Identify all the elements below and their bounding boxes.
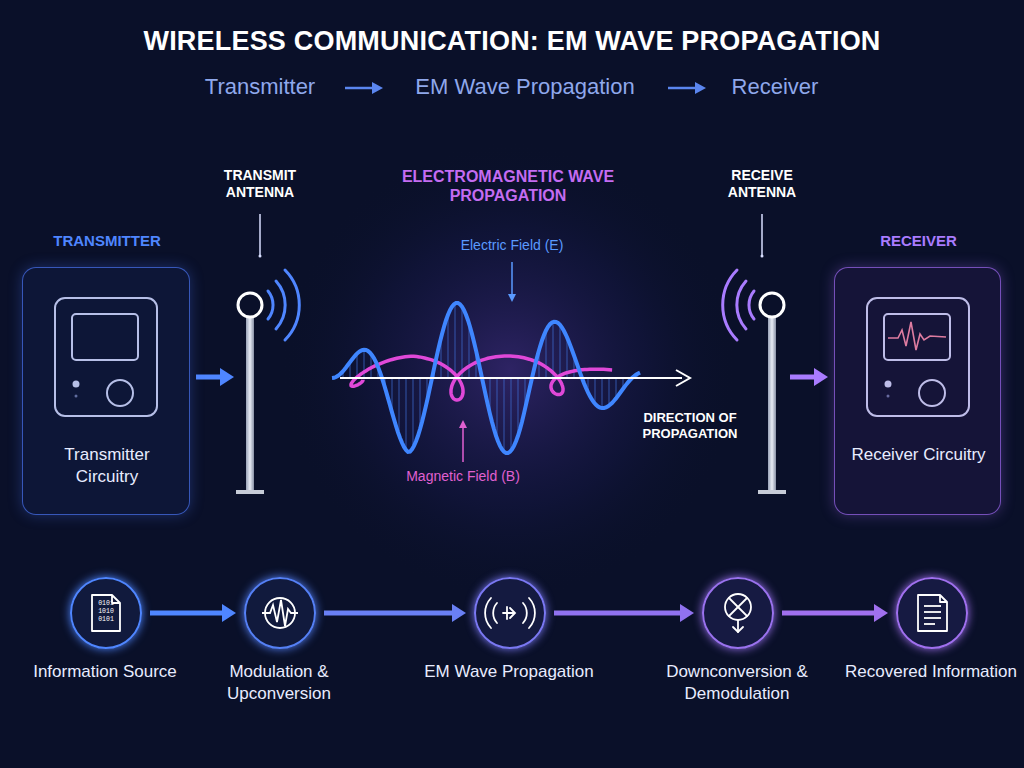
text-label: RECEIVE ANTENNA — [697, 167, 827, 201]
step-label: Information Source — [15, 661, 195, 683]
step-label: Modulation & Upconversion — [189, 661, 369, 705]
flow-arrow — [782, 604, 888, 622]
flow-arrow — [150, 604, 236, 622]
step-circle: Downconversion & Demodulation — [702, 577, 774, 649]
step-label: EM Wave Propagation — [419, 661, 599, 683]
text-label: TRANSMIT ANTENNA — [195, 167, 325, 201]
box-heading: TRANSMITTER — [3, 232, 211, 249]
bit-text: 1010 — [94, 609, 118, 616]
text-label: Receiver — [715, 74, 835, 100]
arrow-head — [874, 604, 888, 622]
arrow-shaft — [782, 611, 876, 616]
arrow-shaft — [554, 611, 682, 616]
arrow-head — [680, 604, 694, 622]
arrow-head — [452, 604, 466, 622]
step-label: Recovered Information — [841, 661, 1021, 683]
step-label: Downconversion & Demodulation — [647, 661, 827, 705]
text-label: EM Wave Propagation — [395, 74, 655, 100]
device-box: RECEIVERReceiver Circuitry — [834, 267, 1001, 515]
title: WIRELESS COMMUNICATION: EM WAVE PROPAGAT… — [0, 26, 1024, 57]
box-label: Transmitter Circuitry — [33, 444, 181, 488]
box-label: Receiver Circuitry — [845, 444, 992, 466]
signal-arrows — [196, 368, 828, 386]
step-icons — [70, 577, 968, 649]
flow-arrow — [324, 604, 466, 622]
box-heading: RECEIVER — [815, 232, 1022, 249]
arrow-head — [222, 604, 236, 622]
text-label: Magnetic Field (B) — [373, 468, 553, 485]
device-box: TRANSMITTERTransmitter Circuitry — [22, 267, 190, 515]
bit-text: 0101 — [94, 601, 118, 608]
text-label: DIRECTION OF PROPAGATION — [620, 410, 760, 441]
arrow-shaft — [324, 611, 454, 616]
arrow-shaft — [150, 611, 224, 616]
step-circle: Recovered Information — [896, 577, 968, 649]
text-label: ELECTROMAGNETIC WAVE PROPAGATION — [373, 167, 643, 205]
receive-antenna — [723, 214, 786, 494]
text-label: Electric Field (E) — [422, 237, 602, 254]
bit-text: 0101 — [94, 617, 118, 624]
transmit-antenna — [236, 214, 299, 494]
flow-arrow — [554, 604, 694, 622]
step-circle: EM Wave Propagation — [474, 577, 546, 649]
step-circle: Modulation & Upconversion — [244, 577, 316, 649]
wave-leaders — [340, 262, 690, 462]
text-label: Transmitter — [160, 74, 360, 100]
